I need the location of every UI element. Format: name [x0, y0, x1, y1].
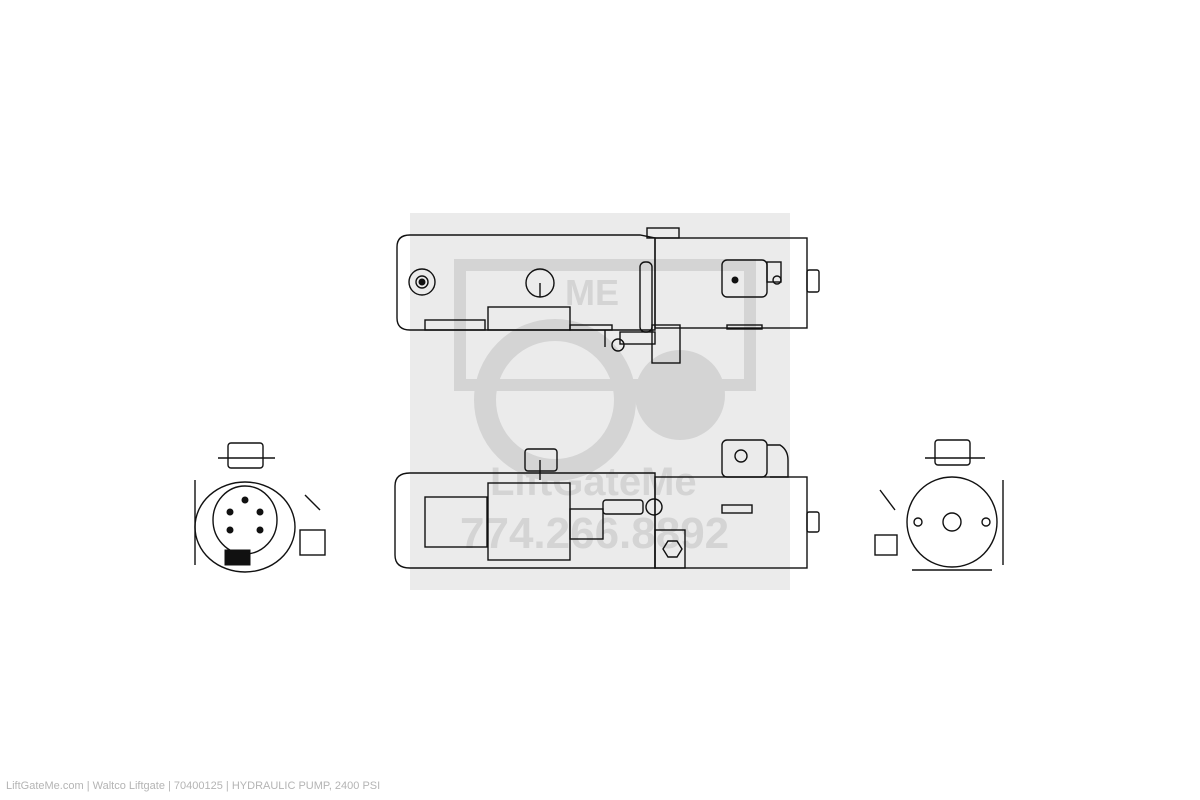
right-end-view — [874, 439, 1004, 571]
solenoid-front — [721, 439, 768, 478]
watermark: ME LiftGateMe 774.266.8892 — [410, 213, 790, 590]
front-view — [394, 439, 820, 569]
watermark-logo-text: ME — [565, 272, 619, 313]
top-view — [396, 227, 820, 364]
watermark-brand: LiftGateMe — [490, 460, 697, 504]
left-end-view — [194, 442, 326, 573]
filler-cap — [408, 268, 436, 296]
footer-caption: LiftGateMe.com | Waltco Liftgate | 70400… — [6, 780, 381, 792]
watermark-phone: 774.266.8892 — [460, 509, 729, 558]
watermark-logo-wheel-2 — [635, 350, 725, 440]
